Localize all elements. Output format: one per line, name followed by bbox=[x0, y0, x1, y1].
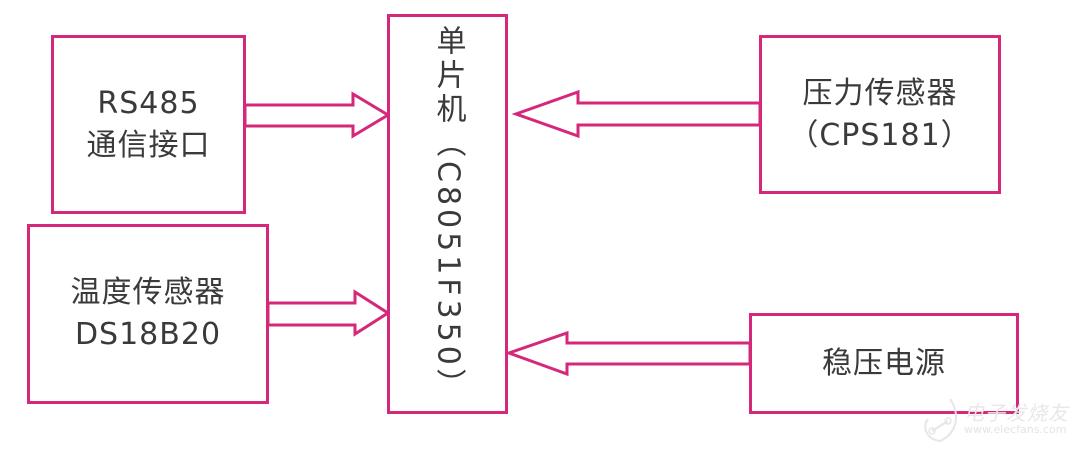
pressure-sensor-model: （CPS181） bbox=[788, 117, 972, 153]
pressure-sensor-block: 压力传感器 （CPS181） bbox=[759, 35, 1001, 194]
watermark-name: 电子发烧友 bbox=[964, 401, 1069, 425]
regulated-power-block: 稳压电源 bbox=[749, 313, 1019, 414]
temperature-sensor-block: 温度传感器 DS18B20 bbox=[27, 224, 269, 404]
watermark-url: www.elecfans.com bbox=[964, 423, 1067, 436]
pressure-sensor-label: 压力传感器 bbox=[802, 75, 958, 111]
rs485-interface-block: RS485 通信接口 bbox=[51, 35, 246, 214]
temperature-sensor-label: 温度传感器 bbox=[70, 275, 226, 310]
watermark-logo-icon bbox=[924, 398, 957, 443]
rs485-sublabel: 通信接口 bbox=[86, 127, 211, 163]
watermark: 电子发烧友 www.elecfans.com bbox=[920, 395, 1070, 450]
mcu-label: 单片机（C8051F350） bbox=[430, 25, 466, 403]
rs485-label: RS485 bbox=[97, 85, 200, 121]
regulated-power-label: 稳压电源 bbox=[822, 345, 946, 381]
arrow-temp-to-mcu bbox=[266, 289, 391, 337]
arrow-power-to-mcu bbox=[504, 330, 752, 377]
mcu-block: 单片机（C8051F350） bbox=[387, 14, 508, 414]
arrow-rs485-to-mcu bbox=[243, 91, 391, 139]
arrow-pressure-to-mcu bbox=[511, 89, 762, 139]
temperature-sensor-model: DS18B20 bbox=[74, 317, 222, 352]
